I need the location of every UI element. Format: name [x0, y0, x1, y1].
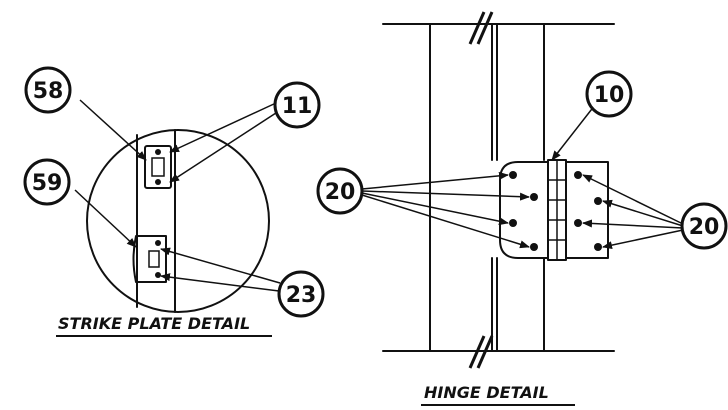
callout-bubble: 20: [680, 202, 728, 250]
callout-number: 20: [689, 215, 720, 240]
leader-line: [79, 99, 147, 161]
leader-line: [160, 273, 280, 292]
callout-number: 23: [286, 283, 317, 308]
callout-number: 59: [32, 171, 63, 196]
leader-line: [361, 194, 530, 249]
callout-bubble: 10: [585, 70, 633, 118]
hinge-detail: 10 20 20 HINGE DETAIL: [316, 11, 728, 406]
callout-bubble: 11: [273, 81, 321, 129]
callout-bubble: 23: [277, 270, 325, 318]
leader-line: [602, 229, 684, 250]
latch-plate: [132, 235, 167, 283]
leader-line: [74, 189, 137, 248]
strike-detail-title: STRIKE PLATE DETAIL: [58, 314, 250, 333]
leader-line: [361, 192, 509, 226]
callout-bubble: 59: [23, 158, 71, 206]
callout-number: 11: [282, 94, 313, 119]
callout-number: 20: [325, 180, 356, 205]
leader-line: [361, 171, 509, 190]
callout-bubble: 20: [316, 167, 364, 215]
callout-number: 58: [33, 79, 64, 104]
callout-bubble: 58: [24, 66, 72, 114]
leader-line: [582, 219, 684, 229]
leader-line: [169, 110, 280, 183]
leader-line: [169, 102, 277, 153]
break-mark: [468, 335, 494, 369]
hinge-detail-title: HINGE DETAIL: [424, 383, 549, 402]
leader-line: [361, 190, 530, 201]
detail-circle: [86, 129, 270, 313]
break-mark: [468, 11, 494, 45]
leader-line: [602, 199, 684, 227]
hinge: [499, 159, 609, 261]
leader-line: [160, 247, 281, 284]
leader-line: [551, 104, 596, 161]
callout-number: 10: [594, 83, 625, 108]
leader-line: [582, 174, 684, 225]
strike-plate-detail: 58 59 11 23 STRIKE PLATE DETAIL: [23, 66, 325, 337]
strike-plate: [144, 145, 172, 189]
